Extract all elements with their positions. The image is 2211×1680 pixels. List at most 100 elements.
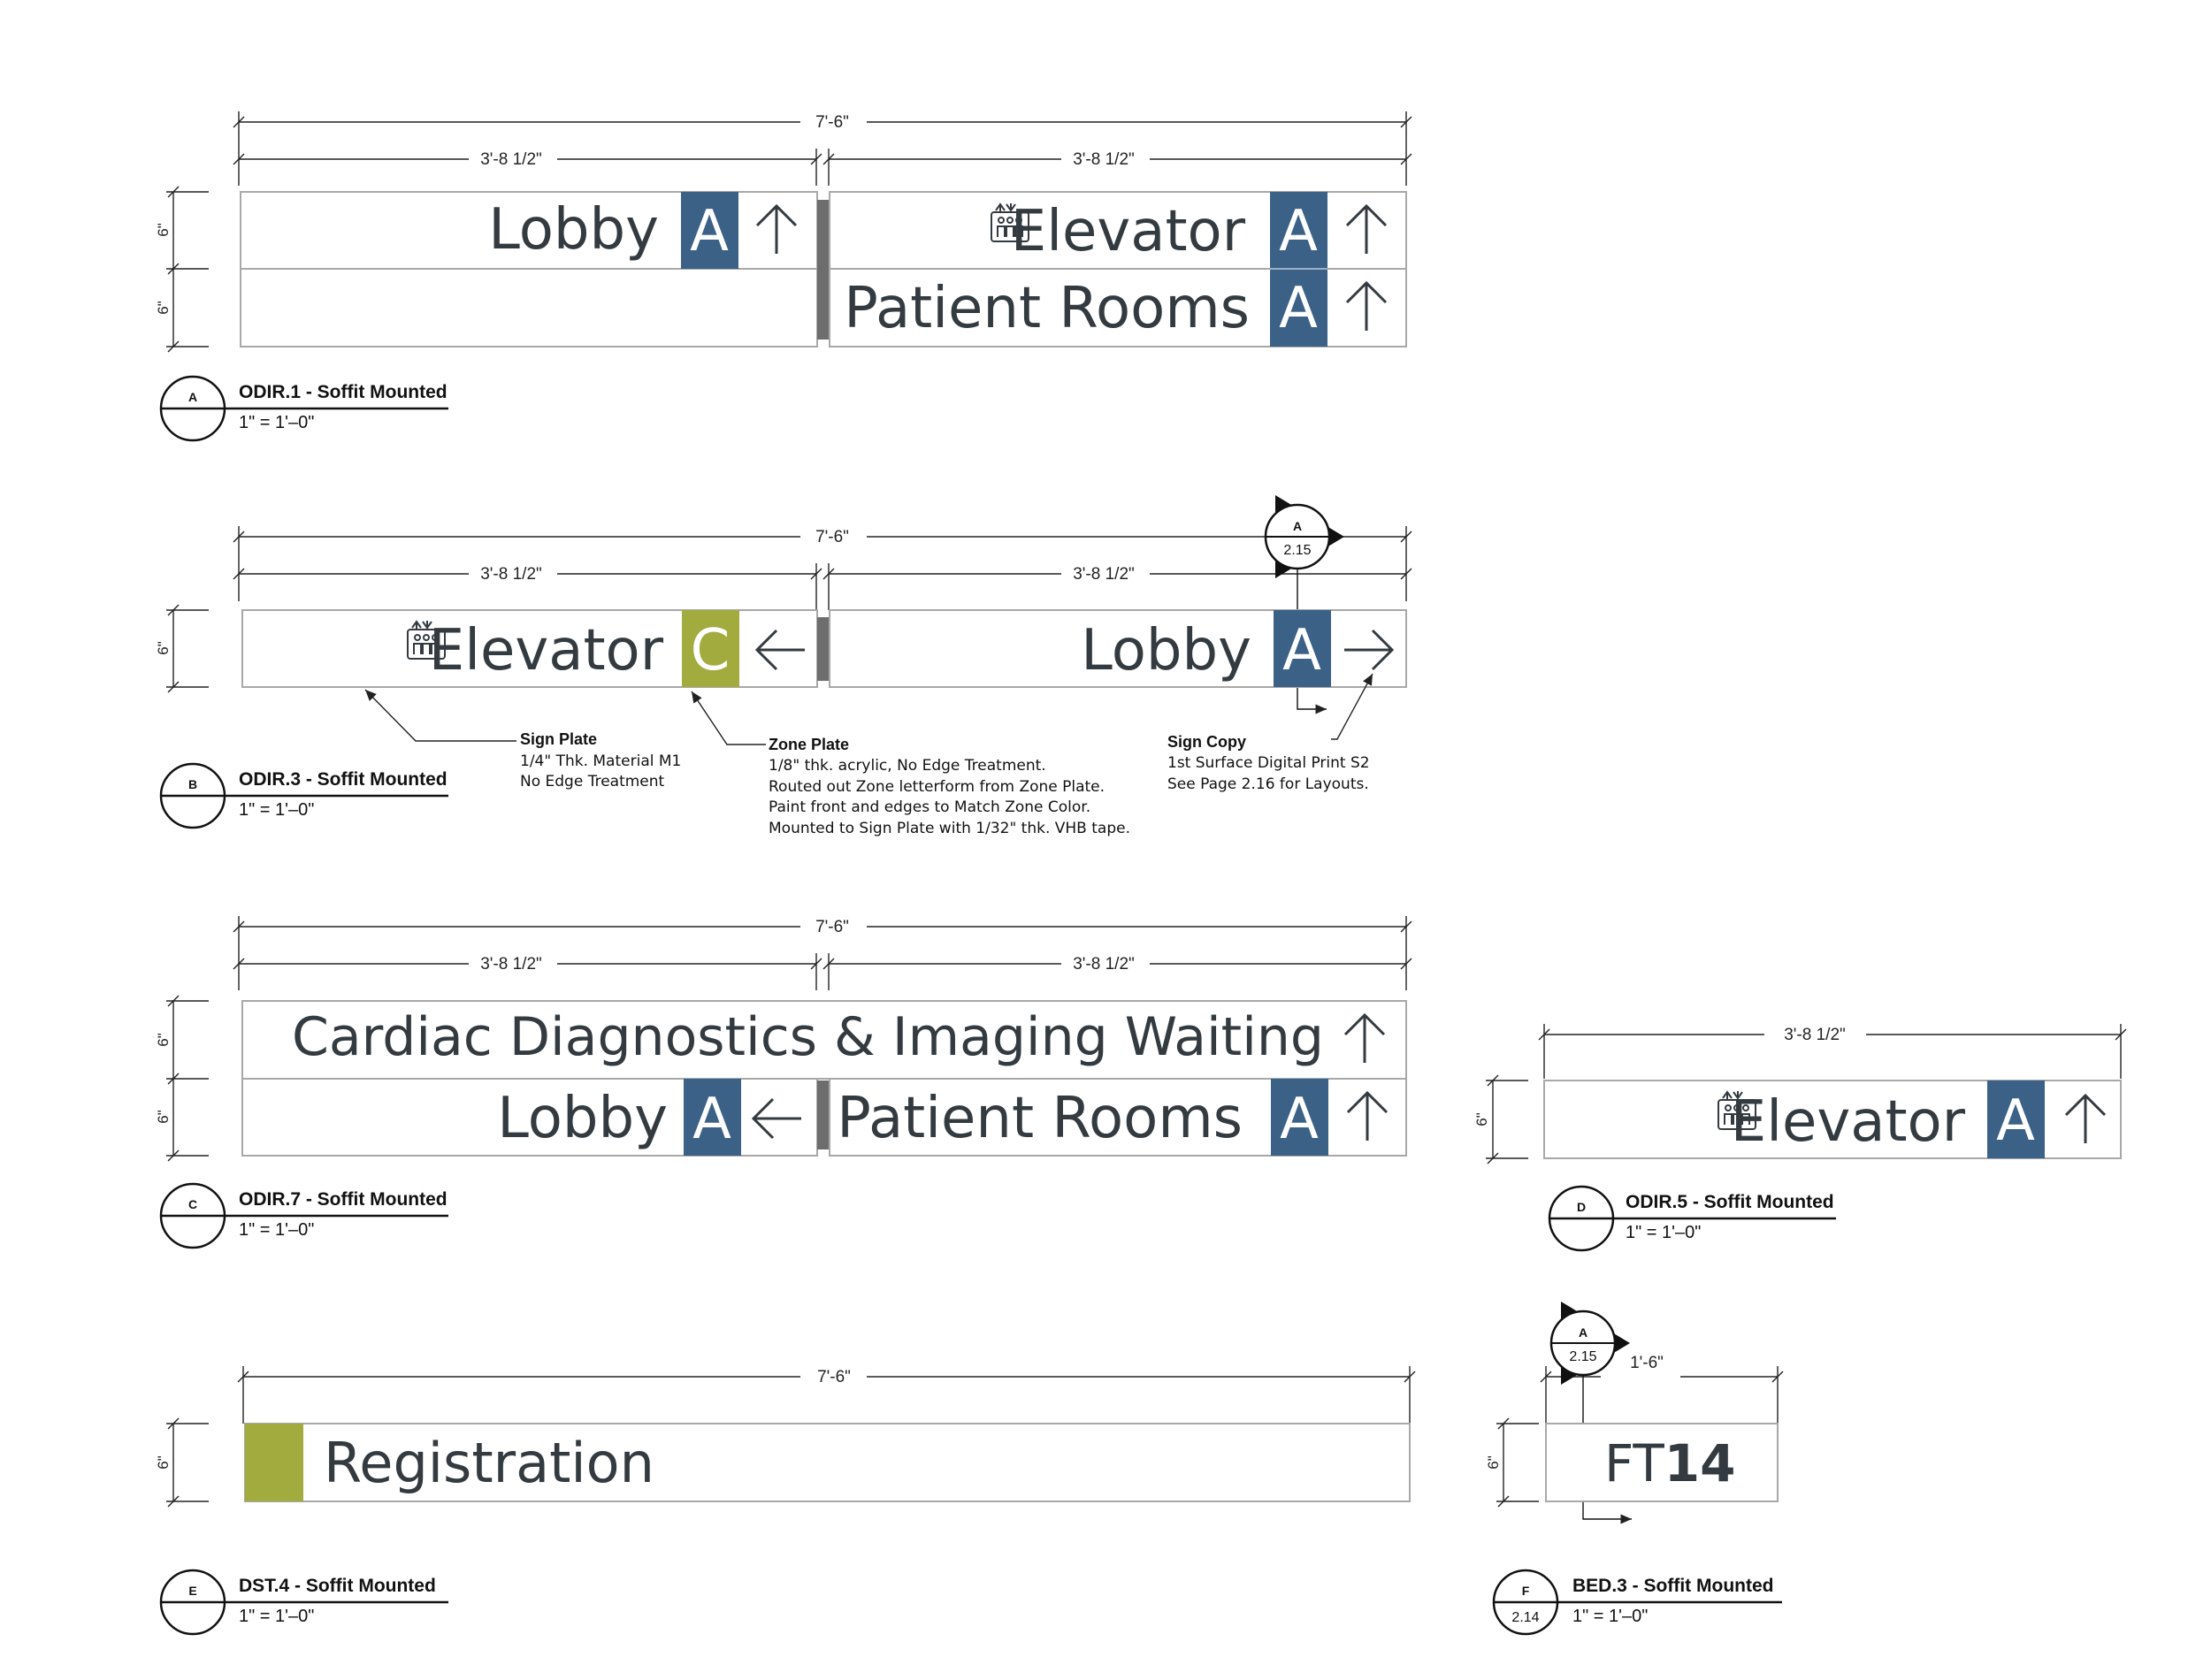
note-line: Paint front and edges to Match Zone Colo… — [769, 798, 1090, 816]
dim-height-bottom: 6" — [155, 301, 172, 315]
dim-half-right: 3'-8 1/2" — [1073, 955, 1135, 974]
detail-scale: 1" = 1'–0" — [239, 413, 314, 432]
zone-letter: A — [1280, 1087, 1319, 1152]
sign-c-odir-7: 7'-6" 3'-8 1/2" 3'-8 1/2" 6" 6" Cardiac … — [155, 916, 1412, 1249]
detail-tag: E DST.4 - Soffit Mounted 1" = 1'–0" — [159, 1569, 448, 1636]
dim-overall: 7'-6" — [815, 528, 849, 546]
note-line: 1st Surface Digital Print S2 — [1167, 754, 1370, 772]
section-ref-top: A — [1579, 1325, 1587, 1340]
dimension-lines — [1496, 1366, 1784, 1508]
zone-block — [682, 610, 739, 687]
note-line: Routed out Zone letterform from Zone Pla… — [769, 778, 1105, 796]
detail-tag: F 2.14 BED.3 - Soffit Mounted 1" = 1'–0" — [1492, 1569, 1782, 1636]
detail-title: BED.3 - Soffit Mounted — [1572, 1576, 1773, 1596]
arrow-left-icon — [754, 629, 805, 671]
zone-block — [245, 1424, 303, 1501]
dim-overall: 7'-6" — [815, 113, 849, 132]
sign-panel: FT14 — [1545, 1423, 1779, 1502]
note-zone-plate: Zone Plate 1/8" thk. acrylic, No Edge Tr… — [769, 736, 1130, 837]
dim-height: 6" — [155, 641, 172, 655]
note-sign-plate: Sign Plate 1/4" Thk. Material M1 No Edge… — [520, 730, 681, 790]
elevator-label: Elevator — [1731, 1089, 1966, 1155]
tag-letter: A — [188, 390, 197, 404]
detail-title: ODIR.1 - Soffit Mounted — [239, 382, 448, 402]
elevator-label: Elevator — [429, 618, 664, 683]
patient-rooms-label: Patient Rooms — [844, 276, 1250, 341]
section-ref-top: A — [1293, 519, 1302, 533]
dimension-lines — [1486, 1024, 2127, 1165]
section-ref-bottom: 2.15 — [1569, 1349, 1596, 1364]
dimension-lines — [166, 111, 1412, 353]
dim-short: 1'-6" — [1630, 1354, 1664, 1372]
dim-overall: 7'-6" — [815, 918, 849, 936]
lobby-label: Lobby — [497, 1086, 668, 1151]
arrow-up-icon — [2064, 1093, 2107, 1143]
note-title: Zone Plate — [769, 736, 849, 753]
zone-block — [1274, 610, 1331, 687]
zone-letter: A — [692, 1087, 731, 1152]
dim-overall: 7'-6" — [817, 1368, 851, 1386]
room-number-label: FT14 — [1604, 1433, 1736, 1493]
zone-letter: A — [1279, 199, 1318, 264]
dim-half-right: 3'-8 1/2" — [1073, 565, 1135, 584]
zone-letter: C — [691, 618, 731, 683]
detail-scale: 1" = 1'–0" — [1626, 1223, 1701, 1242]
destination-label: Cardiac Diagnostics & Imaging Waiting — [292, 1006, 1324, 1068]
section-ref-bubble: A 2.15 — [1264, 495, 1344, 714]
leader-lines — [364, 673, 1373, 745]
sign-panel-right: Lobby A — [829, 609, 1407, 688]
detail-scale: 1" = 1'–0" — [1572, 1607, 1648, 1626]
sign-d-odir-5: 3'-8 1/2" 6" Elevator A D ODIR.5 - Soffi… — [1473, 1024, 2127, 1252]
dim-half-left: 3'-8 1/2" — [480, 955, 542, 974]
tag-letter: B — [188, 777, 197, 791]
sign-panel: Elevator A — [1543, 1080, 2122, 1159]
section-ref-bottom: 2.15 — [1283, 543, 1311, 558]
dimension-lines — [166, 1366, 1416, 1508]
sign-panel-left: Elevator C — [241, 609, 830, 688]
lobby-label: Lobby — [488, 197, 659, 263]
sign-f-bed-3: 1'-6" 6" A 2.15 FT14 F 2.14 BED.3 - Soff… — [1485, 1302, 1784, 1636]
zone-block — [684, 1079, 741, 1156]
tag-letter: F — [1522, 1584, 1530, 1598]
detail-scale: 1" = 1'–0" — [239, 1220, 314, 1240]
note-line: Mounted to Sign Plate with 1/32" thk. VH… — [769, 820, 1130, 837]
dim-half-left: 3'-8 1/2" — [480, 565, 542, 584]
zone-letter: A — [1996, 1088, 2035, 1154]
dim-height: 6" — [1473, 1112, 1490, 1126]
zone-block — [681, 192, 738, 269]
mounting-joint — [817, 1081, 830, 1149]
sign-panel-bottom-right: Patient Rooms A — [829, 1078, 1407, 1157]
sign-b-odir-3: 7'-6" 3'-8 1/2" 3'-8 1/2" 6" A 2.15 Elev… — [155, 495, 1412, 837]
patient-rooms-label: Patient Rooms — [837, 1086, 1243, 1151]
detail-scale: 1" = 1'–0" — [239, 1607, 314, 1626]
detail-tag: A ODIR.1 - Soffit Mounted 1" = 1'–0" — [159, 375, 448, 442]
note-sign-copy: Sign Copy 1st Surface Digital Print S2 S… — [1167, 733, 1370, 793]
zone-letter: A — [1279, 276, 1318, 341]
note-line: 1/4" Thk. Material M1 — [520, 752, 681, 770]
zone-letter: A — [690, 199, 729, 264]
detail-tag: C ODIR.7 - Soffit Mounted 1" = 1'–0" — [159, 1182, 448, 1249]
dim-half-left: 3'-8 1/2" — [480, 150, 542, 169]
detail-title: ODIR.7 - Soffit Mounted — [239, 1189, 448, 1210]
sign-panel-bottom-left: Lobby A — [241, 1078, 830, 1157]
lobby-label: Lobby — [1081, 618, 1251, 683]
note-line: No Edge Treatment — [520, 773, 665, 790]
sign-panel-right: Elevator Patient Rooms A A — [829, 191, 1407, 347]
zone-letter: A — [1282, 618, 1321, 683]
zone-block — [1987, 1081, 2045, 1158]
note-line: See Page 2.16 for Layouts. — [1167, 775, 1369, 793]
detail-tag: B ODIR.3 - Soffit Mounted 1" = 1'–0" — [159, 762, 448, 829]
dimension-lines — [166, 916, 1412, 1162]
arrow-right-icon — [1344, 629, 1395, 671]
dim-height-bottom: 6" — [155, 1110, 172, 1124]
dim-height-top: 6" — [155, 1033, 172, 1047]
detail-tag: D ODIR.5 - Soffit Mounted 1" = 1'–0" — [1548, 1185, 1836, 1252]
detail-title: ODIR.3 - Soffit Mounted — [239, 769, 448, 790]
section-ref-bubble: A 2.15 — [1549, 1302, 1632, 1524]
arrow-left-icon — [751, 1097, 801, 1140]
detail-scale: 1" = 1'–0" — [239, 800, 314, 820]
mounting-joint — [817, 200, 830, 340]
sign-panel: Registration — [244, 1423, 1411, 1502]
tag-letter: E — [188, 1584, 196, 1598]
zone-block — [1271, 1079, 1328, 1156]
